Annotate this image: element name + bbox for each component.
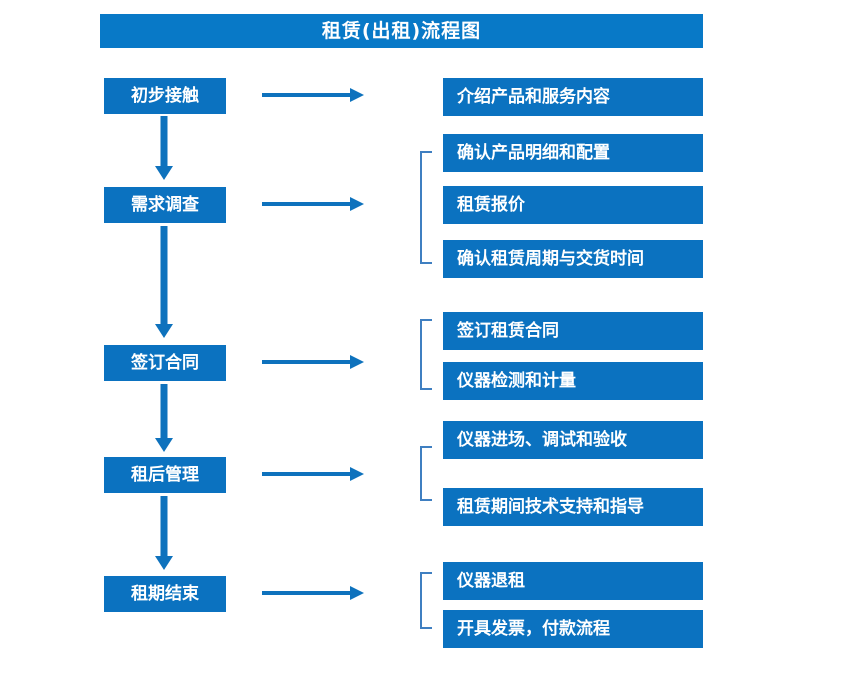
horizontal-arrow-5 <box>262 586 364 600</box>
stage-node-post-rental-management[interactable]: 租后管理 <box>104 457 226 493</box>
stage-node-sign-contract[interactable]: 签订合同 <box>104 345 226 381</box>
detail-node-sign-rental-contract[interactable]: 签订租赁合同 <box>443 312 703 350</box>
diagram-title-banner: 租赁(出租)流程图 <box>100 14 703 48</box>
group-bracket-2 <box>420 151 432 264</box>
horizontal-arrow-2 <box>262 197 364 211</box>
stage-node-label: 租期结束 <box>131 583 199 604</box>
group-bracket-4 <box>420 446 432 501</box>
detail-node-label: 介绍产品和服务内容 <box>457 86 610 107</box>
detail-node-label: 仪器退租 <box>457 570 525 591</box>
detail-node-invoice-payment[interactable]: 开具发票，付款流程 <box>443 610 703 648</box>
detail-node-rental-quote[interactable]: 租赁报价 <box>443 186 703 224</box>
vertical-arrow-1 <box>155 116 173 180</box>
vertical-arrow-2 <box>155 226 173 338</box>
stage-node-label: 签订合同 <box>131 352 199 373</box>
detail-node-instrument-return[interactable]: 仪器退租 <box>443 562 703 600</box>
detail-node-label: 签订租赁合同 <box>457 320 559 341</box>
stage-node-lease-end[interactable]: 租期结束 <box>104 576 226 612</box>
stage-node-label: 需求调查 <box>131 194 199 215</box>
stage-node-label: 初步接触 <box>131 85 199 106</box>
horizontal-arrow-1 <box>262 88 364 102</box>
detail-node-instrument-onsite-commissioning[interactable]: 仪器进场、调试和验收 <box>443 421 703 459</box>
detail-node-label: 仪器进场、调试和验收 <box>457 429 627 450</box>
group-bracket-3 <box>420 319 432 390</box>
detail-node-instrument-inspection[interactable]: 仪器检测和计量 <box>443 362 703 400</box>
stage-node-needs-survey[interactable]: 需求调查 <box>104 187 226 223</box>
vertical-arrow-4 <box>155 496 173 570</box>
detail-node-confirm-period-delivery[interactable]: 确认租赁周期与交货时间 <box>443 240 703 278</box>
detail-node-label: 确认租赁周期与交货时间 <box>457 248 644 269</box>
detail-node-label: 确认产品明细和配置 <box>457 142 610 163</box>
horizontal-arrow-4 <box>262 467 364 481</box>
diagram-title-text: 租赁(出租)流程图 <box>321 19 482 42</box>
vertical-arrow-3 <box>155 384 173 452</box>
detail-node-label: 开具发票，付款流程 <box>457 618 610 639</box>
group-bracket-5 <box>420 572 432 629</box>
detail-node-introduce-products[interactable]: 介绍产品和服务内容 <box>443 78 703 116</box>
detail-node-label: 租赁期间技术支持和指导 <box>457 496 644 517</box>
stage-node-label: 租后管理 <box>131 464 199 485</box>
detail-node-label: 仪器检测和计量 <box>457 370 576 391</box>
detail-node-label: 租赁报价 <box>457 194 525 215</box>
horizontal-arrow-3 <box>262 355 364 369</box>
detail-node-technical-support[interactable]: 租赁期间技术支持和指导 <box>443 488 703 526</box>
stage-node-initial-contact[interactable]: 初步接触 <box>104 78 226 114</box>
detail-node-confirm-product-spec[interactable]: 确认产品明细和配置 <box>443 134 703 172</box>
